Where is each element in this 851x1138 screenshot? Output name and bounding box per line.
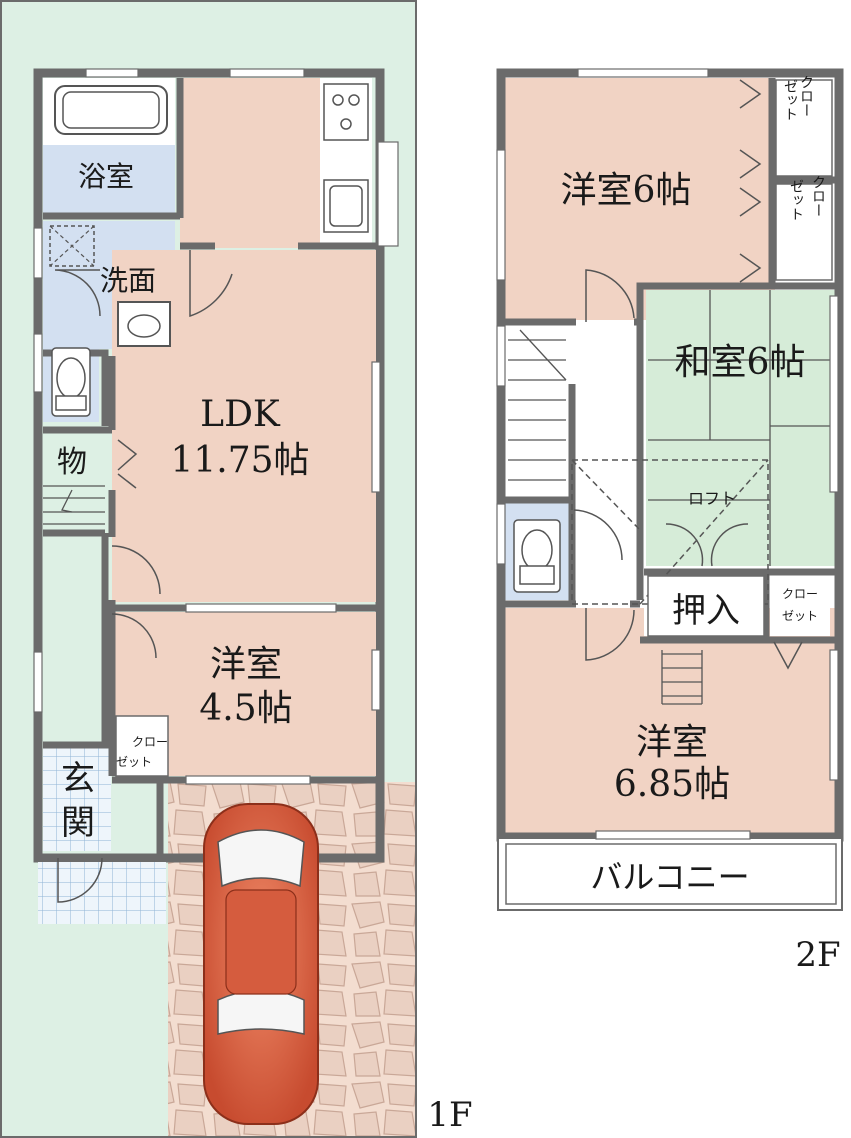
closet-2f-a-line2: ゼット <box>782 79 798 121</box>
bath-label: 浴室 <box>78 160 134 193</box>
floor-1f-label: 1F <box>427 1095 472 1135</box>
stove-icon <box>323 83 369 141</box>
floor-2f: 洋室6帖 クロー ゼット クロー ゼット 和室6帖 ロフト 押入 クロー ゼット… <box>496 68 844 975</box>
storage-label: 物 <box>57 445 87 480</box>
closet-2f-c-line2: ゼット <box>782 609 818 623</box>
toilet-2f-icon <box>513 519 561 593</box>
japanese-room <box>646 290 836 566</box>
car-icon <box>203 803 319 1125</box>
closet-2f-c <box>770 574 830 636</box>
ldk-label: LDK <box>200 394 281 435</box>
western-1f-size-label: 4.5帖 <box>199 688 292 729</box>
toilet-icon <box>51 347 91 417</box>
oshiire-label: 押入 <box>672 591 740 631</box>
entrance <box>43 747 111 851</box>
western-685-room <box>505 608 835 833</box>
washroom-label: 洗面 <box>100 264 156 297</box>
closet-2f-b-line2: ゼット <box>788 179 804 221</box>
japanese-room-label: 和室6帖 <box>675 342 806 383</box>
western-6-room <box>505 78 775 320</box>
entrance-label-1: 玄 <box>61 759 95 799</box>
bathtub-icon <box>54 85 168 135</box>
kitchen-sink-icon <box>323 179 369 233</box>
windows-2f <box>496 68 839 840</box>
closet-2f-b <box>775 183 833 281</box>
floor-2f-label: 2F <box>795 935 840 975</box>
tatami-lines <box>648 290 834 566</box>
western-685-label: 洋室 <box>636 722 708 763</box>
ldk-kitchen <box>180 78 320 248</box>
loft-label: ロフト <box>688 489 736 508</box>
washing-machine-icon <box>49 225 95 267</box>
closet-1f-line1: クロー <box>132 735 168 749</box>
closet-2f-b-line1: クロー <box>810 175 826 217</box>
doors-2f <box>573 79 803 670</box>
closet-1f <box>115 715 169 777</box>
closet-2f-c-line1: クロー <box>782 587 818 601</box>
porch <box>38 862 166 924</box>
western-1f-label: 洋室 <box>210 644 282 685</box>
closet-2f-a <box>775 79 833 177</box>
western-685-size-label: 6.85帖 <box>614 764 730 805</box>
closet-1f-line2: ゼット <box>116 755 152 769</box>
floor-1f: 浴室 洗面 物 LDK 11.75帖 洋室 4.5帖 クロー ゼット 玄 関 1… <box>0 0 473 1138</box>
entrance-label-2: 関 <box>61 803 95 843</box>
windows-1f <box>33 68 399 785</box>
stairs-2f <box>508 329 703 705</box>
sink-icon <box>117 301 171 347</box>
closet-2f-a-line1: クロー <box>798 75 814 117</box>
doors-1f <box>54 250 233 903</box>
western-6-label: 洋室6帖 <box>561 170 692 211</box>
balcony-label: バルコニー <box>590 858 749 896</box>
stairs-1f <box>43 485 105 525</box>
bathroom <box>43 145 175 213</box>
oshiire-box <box>647 575 765 637</box>
ldk-size-label: 11.75帖 <box>170 440 309 481</box>
